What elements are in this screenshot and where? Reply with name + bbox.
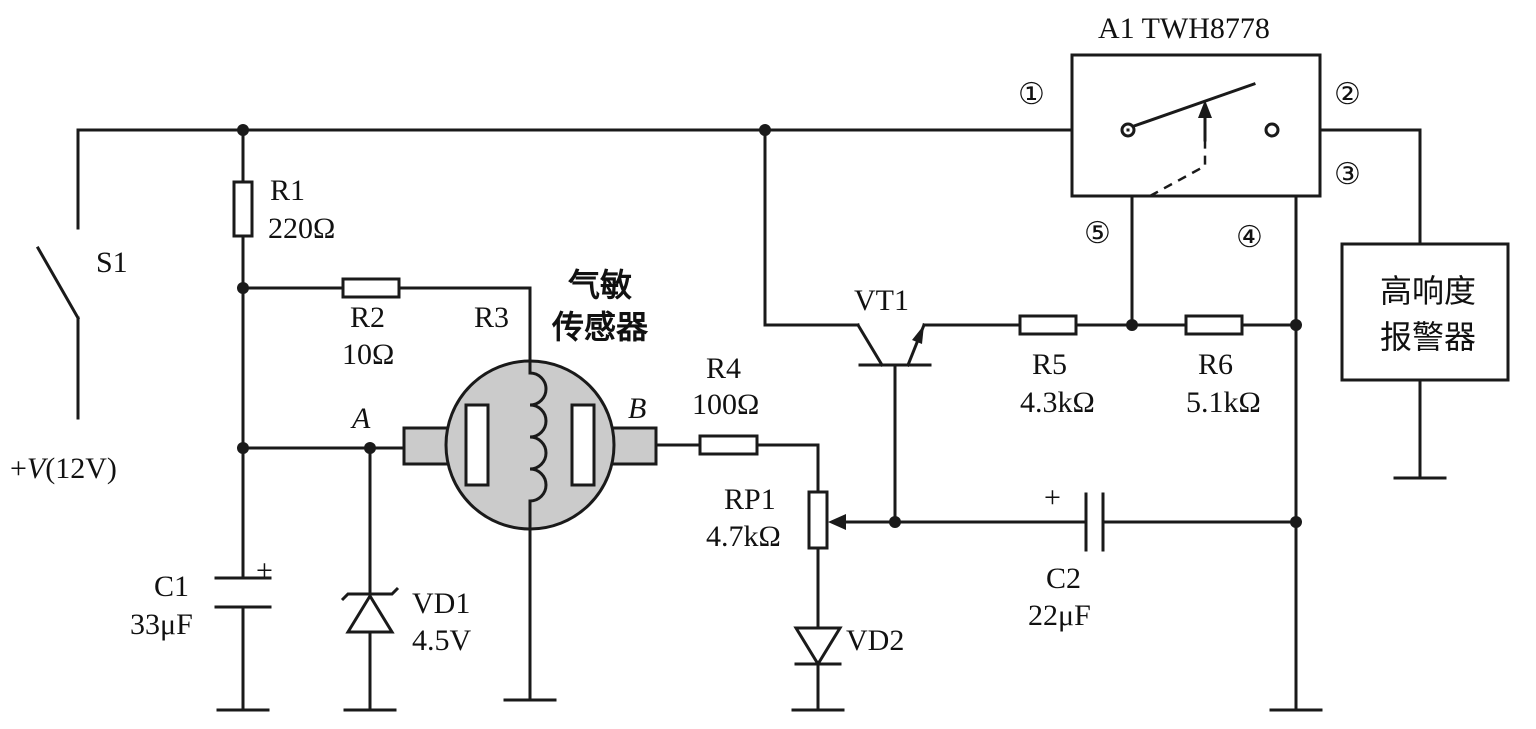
alarm-label-line1: 高响度 (1380, 272, 1476, 310)
transistor-vt1: VT1 (854, 284, 932, 368)
relay-pin-4: ④ (1236, 220, 1263, 255)
relay-contact (1264, 122, 1280, 138)
resistor-ref: RP1 (724, 483, 776, 516)
transistor-collector (855, 322, 885, 368)
zener-bar (340, 586, 400, 602)
wiper-arrow (828, 514, 846, 530)
relay-pin-2: ② (1334, 77, 1361, 112)
resistor-body (807, 490, 829, 550)
capacitor-ref: C1 (154, 570, 189, 603)
diode-ref: VD1 (412, 587, 470, 620)
ground-symbols (216, 476, 1447, 712)
junction-dot (1290, 516, 1302, 528)
alarm-box (1340, 242, 1510, 382)
sensor-name-line2: 传感器 (551, 308, 649, 346)
junction-dot (364, 442, 376, 454)
zener-diode-vd1: VD1 4.5V (340, 586, 472, 657)
resistor-body (1018, 314, 1078, 336)
resistor-ref: R5 (1032, 348, 1067, 381)
resistor-value: 4.7kΩ (706, 520, 781, 553)
relay-box (1070, 53, 1322, 198)
resistor-ref: R2 (350, 301, 385, 334)
junction-dot (1290, 319, 1302, 331)
resistor-r6: R6 5.1kΩ (1184, 314, 1261, 419)
capacitor-polarity: + (256, 554, 273, 587)
resistor-value: 100Ω (692, 388, 759, 421)
alarm-label-line2: 报警器 (1380, 318, 1476, 356)
junction-dot (889, 516, 901, 528)
heater-coil (529, 371, 548, 503)
relay-actuator-arrow (1198, 100, 1212, 118)
wiring (76, 128, 1422, 712)
relay-pin-5: ⑤ (1084, 216, 1111, 251)
relay-blade (1132, 82, 1256, 128)
node-a-label: A (350, 402, 371, 435)
relay-a1: A1 TWH8778 ① ② ③ ④ ⑤ (1018, 12, 1361, 255)
supply-label: +V(12V) (10, 452, 117, 485)
emitter-arrow (912, 325, 924, 344)
resistor-body (698, 434, 759, 456)
switch-s1: S1 +V(12V) (10, 245, 128, 485)
junction-dot (759, 124, 771, 136)
resistor-ref: R4 (706, 352, 741, 385)
gas-sensor-r3: R3 气敏 传感器 A B (350, 266, 658, 531)
resistor-ref: R1 (270, 174, 305, 207)
sensor-name-line1: 气敏 (568, 266, 632, 304)
diode-triangle (793, 626, 843, 667)
relay-title: A1 TWH8778 (1098, 12, 1270, 45)
resistor-ref: R6 (1198, 348, 1233, 381)
junction-dot (237, 124, 249, 136)
sensor-ref: R3 (474, 301, 509, 334)
junction-dot (237, 442, 249, 454)
sensor-electrode-left (464, 403, 490, 487)
resistor-body (232, 180, 254, 238)
capacitor-value: 33μF (130, 608, 193, 641)
resistor-body (1184, 314, 1244, 336)
relay-pin-3: ③ (1334, 157, 1361, 192)
resistor-r1: R1 220Ω (232, 174, 335, 245)
node-b-label: B (628, 392, 646, 425)
resistor-body (341, 277, 401, 299)
capacitor-ref: C2 (1046, 562, 1081, 595)
resistor-r2: R2 10Ω (341, 277, 401, 371)
resistor-r4: R4 100Ω (692, 352, 759, 456)
switch-label: S1 (96, 246, 128, 279)
junction-dot (1126, 319, 1138, 331)
capacitor-c2: + C2 22μF (1028, 481, 1105, 632)
diode-triangle (345, 593, 395, 634)
potentiometer-rp1: RP1 4.7kΩ (706, 483, 852, 553)
relay-coupling-dashed (1149, 140, 1207, 198)
junction-dot (237, 282, 249, 294)
resistor-value: 5.1kΩ (1186, 386, 1261, 419)
diode-vd2: VD2 (793, 624, 904, 667)
resistor-value: 10Ω (342, 338, 394, 371)
relay-pin-1: ① (1018, 77, 1045, 112)
alarm-unit: 高响度 报警器 (1340, 242, 1510, 382)
capacitor-value: 22μF (1028, 599, 1091, 632)
resistor-value: 220Ω (268, 212, 335, 245)
diode-ref: VD2 (846, 624, 904, 657)
resistor-r5: R5 4.3kΩ (1018, 314, 1095, 419)
capacitor-polarity: + (1044, 481, 1061, 514)
sensor-electrode-right (570, 403, 596, 487)
diode-value: 4.5V (412, 624, 472, 657)
junction-dots (237, 124, 1302, 528)
resistor-value: 4.3kΩ (1020, 386, 1095, 419)
transistor-ref: VT1 (854, 284, 909, 317)
capacitor-c1: + C1 33μF (130, 554, 273, 641)
switch-blade (35, 245, 81, 321)
